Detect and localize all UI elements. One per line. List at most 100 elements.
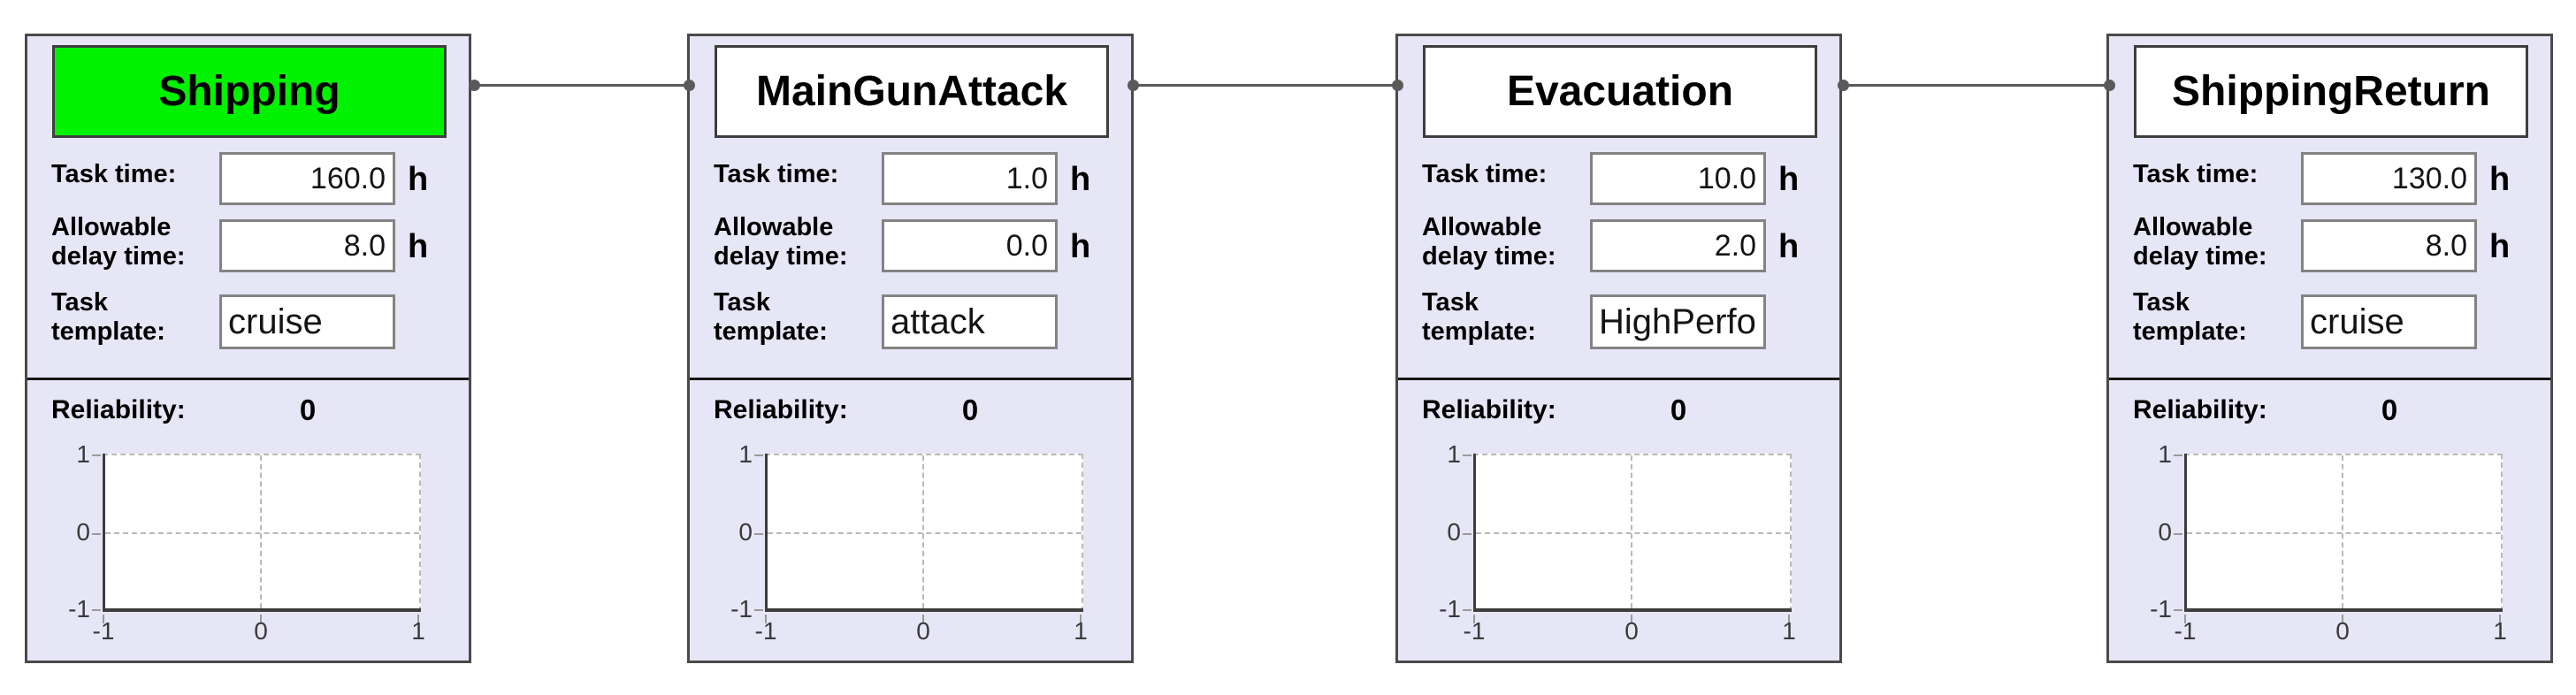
task-title: Evacuation	[1506, 68, 1734, 115]
section-divider	[2109, 378, 2550, 380]
y-tick-label: 0	[1447, 517, 1461, 546]
task-template-field[interactable]: attack	[882, 294, 1058, 349]
task-template-value: HighPerfo	[1599, 302, 1756, 341]
task-time-value: 160.0	[310, 161, 386, 195]
reliability-value: 0	[2381, 393, 2398, 426]
hours-unit-label: h	[1070, 228, 1091, 265]
reliability-label: Reliability:	[2133, 395, 2267, 424]
task-title: ShippingReturn	[2172, 68, 2490, 115]
task-block-shippingreturn[interactable]: ShippingReturn Task time: 130.0 h Allowa…	[2106, 34, 2553, 663]
reliability-label: Reliability:	[51, 395, 186, 424]
grid-line-vertical	[2342, 455, 2343, 608]
y-tick-label: -1	[730, 595, 753, 622]
x-tick-mark	[417, 615, 419, 623]
reliability-label: Reliability:	[1422, 395, 1556, 424]
task-template-field[interactable]: cruise	[219, 294, 395, 349]
connector-line-shipping-maingunattack[interactable]	[471, 84, 690, 87]
task-template-label: Task	[2133, 288, 2190, 317]
x-axis	[765, 608, 1083, 612]
grid-line-vertical	[1631, 455, 1632, 608]
x-tick-mark	[922, 615, 924, 623]
task-block-evacuation[interactable]: Evacuation Task time: 10.0 h Allowable d…	[1395, 34, 1842, 663]
x-axis	[103, 608, 421, 612]
task-template-field[interactable]: cruise	[2301, 294, 2477, 349]
x-axis	[2184, 608, 2503, 612]
y-tick-label: 1	[1447, 440, 1461, 468]
allowable-delay-label: Allowable	[51, 213, 172, 241]
task-template-field[interactable]: HighPerfo	[1590, 294, 1766, 349]
y-tick-mark	[1463, 609, 1471, 611]
task-title-box[interactable]: ShippingReturn	[2134, 45, 2528, 138]
task-time-value: 130.0	[2391, 161, 2467, 195]
y-tick-label: -1	[2150, 595, 2172, 622]
x-tick-label: -1	[1463, 617, 1486, 645]
reliability-value: 0	[961, 393, 979, 426]
reliability-value: 0	[1670, 393, 1687, 426]
section-divider	[690, 378, 1131, 380]
task-time-field[interactable]: 160.0	[219, 152, 395, 205]
task-block-shipping[interactable]: Shipping Task time: 160.0 h Allowable de…	[25, 34, 471, 663]
allowable-delay-field[interactable]: 8.0	[2301, 219, 2477, 272]
y-tick-mark	[1463, 454, 1471, 456]
task-template-label: Task	[1422, 288, 1479, 317]
task-title-box[interactable]: Shipping	[52, 45, 447, 138]
allowable-delay-label: Allowable	[714, 213, 834, 241]
connector-port-dot	[1127, 80, 1139, 91]
task-block-maingunattack[interactable]: MainGunAttack Task time: 1.0 h Allowable…	[687, 34, 1134, 663]
grid-line-horizontal	[105, 531, 419, 534]
task-template-label: Task	[51, 288, 108, 317]
task-time-label: Task time:	[1422, 160, 1548, 188]
y-tick-mark	[2174, 609, 2182, 611]
x-tick-mark	[1080, 615, 1082, 623]
allowable-delay-field[interactable]: 2.0	[1590, 219, 1766, 272]
hours-unit-label: h	[1070, 161, 1091, 198]
task-time-label: Task time:	[714, 160, 839, 188]
hours-unit-label: h	[2489, 161, 2511, 198]
task-time-label: Task time:	[51, 160, 177, 188]
x-tick-label: 1	[1782, 617, 1796, 645]
y-tick-mark	[754, 454, 763, 456]
x-tick-label: 0	[254, 617, 268, 645]
task-time-value: 10.0	[1697, 161, 1756, 195]
x-tick-mark	[1473, 615, 1475, 623]
allowable-delay-field[interactable]: 0.0	[882, 219, 1058, 272]
task-template-value: cruise	[228, 302, 323, 341]
y-axis	[765, 454, 768, 612]
task-time-field[interactable]: 10.0	[1590, 152, 1766, 205]
task-template-value: cruise	[2310, 302, 2404, 341]
x-tick-label: 1	[2493, 617, 2507, 645]
reliability-plot: 1 0 -1 -1 0 1	[68, 442, 425, 644]
task-title-box[interactable]: MainGunAttack	[715, 45, 1109, 138]
y-tick-mark	[92, 454, 101, 456]
x-tick-mark	[1788, 615, 1790, 623]
y-tick-label: 1	[2158, 440, 2172, 468]
x-tick-label: -1	[2174, 617, 2197, 645]
task-time-field[interactable]: 130.0	[2301, 152, 2477, 205]
connector-line-evacuation-shippingreturn[interactable]	[1843, 84, 2109, 87]
task-title-box[interactable]: Evacuation	[1423, 45, 1817, 138]
x-tick-label: -1	[754, 617, 777, 645]
task-template-label: Task	[714, 288, 770, 317]
y-tick-label: -1	[68, 595, 90, 622]
y-tick-mark	[1463, 532, 1471, 535]
y-tick-label: 0	[738, 517, 753, 546]
y-tick-label: 0	[76, 517, 90, 546]
hours-unit-label: h	[1778, 161, 1800, 198]
allowable-delay-label: delay time:	[2133, 242, 2267, 271]
connector-line-maingunattack-evacuation[interactable]	[1133, 84, 1397, 87]
connector-port-dot	[1392, 80, 1403, 91]
connector-port-dot	[469, 80, 480, 91]
task-template-label: template:	[51, 317, 165, 346]
task-time-field[interactable]: 1.0	[882, 152, 1058, 205]
allowable-delay-value: 8.0	[343, 228, 386, 263]
reliability-plot: 1 0 -1 -1 0 1	[1439, 442, 1796, 644]
y-tick-mark	[754, 609, 763, 611]
task-title: MainGunAttack	[755, 68, 1068, 115]
y-axis	[2184, 454, 2187, 612]
hours-unit-label: h	[1778, 228, 1800, 265]
allowable-delay-field[interactable]: 8.0	[219, 219, 395, 272]
hours-unit-label: h	[408, 161, 429, 198]
grid-line-horizontal	[1476, 531, 1790, 534]
hours-unit-label: h	[408, 228, 429, 265]
reliability-value: 0	[299, 393, 317, 426]
